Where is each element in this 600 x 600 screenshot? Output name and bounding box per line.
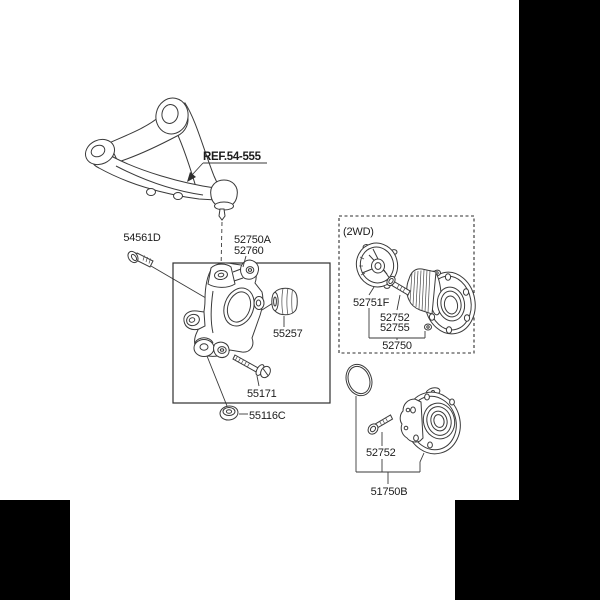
- o-ring: [345, 363, 373, 397]
- label-52755: 52755: [380, 322, 410, 334]
- ball-joint: [210, 179, 238, 221]
- 2wd-bracket-lines: [368, 308, 426, 340]
- label-54561d: 54561D: [123, 232, 161, 244]
- dust-cover-52751f: [355, 242, 399, 296]
- label-55257: 55257: [273, 328, 303, 340]
- label-52760: 52760: [234, 245, 264, 257]
- label-51750b: 51750B: [371, 486, 408, 498]
- 2wd-group-box: [338, 215, 475, 354]
- ball-stud-alignment-line: [220, 221, 223, 270]
- bolt-55171: [232, 354, 271, 387]
- 51750b-bracket-lines: [355, 396, 425, 484]
- ref-leader-arrow: [187, 162, 267, 182]
- bushing-55257: [261, 287, 298, 327]
- rear-axle-knuckle: [183, 259, 265, 358]
- upper-control-arm: [84, 97, 220, 201]
- nut-55116c: [206, 355, 248, 421]
- label-52750: 52750: [382, 340, 412, 352]
- label-52752-lower: 52752: [366, 447, 396, 459]
- knuckle-leader: [242, 255, 247, 268]
- bolt-52752-lower: [367, 414, 394, 446]
- ref-54-555-label: REF.54-555: [203, 151, 262, 163]
- label-55171: 55171: [247, 388, 277, 400]
- label-52751f: 52751F: [353, 297, 390, 309]
- hub-51750b: [399, 387, 461, 455]
- label-52750a: 52750A: [234, 234, 272, 246]
- bolt-52752-2wd: [386, 275, 411, 311]
- label-2wd: (2WD): [343, 226, 374, 238]
- label-55116c: 55116C: [249, 410, 286, 422]
- page-background-lower: [70, 500, 455, 600]
- bolt-54561d: [127, 250, 212, 302]
- label-52752-2wd: 52752: [380, 312, 410, 324]
- hub-52750: [406, 268, 476, 335]
